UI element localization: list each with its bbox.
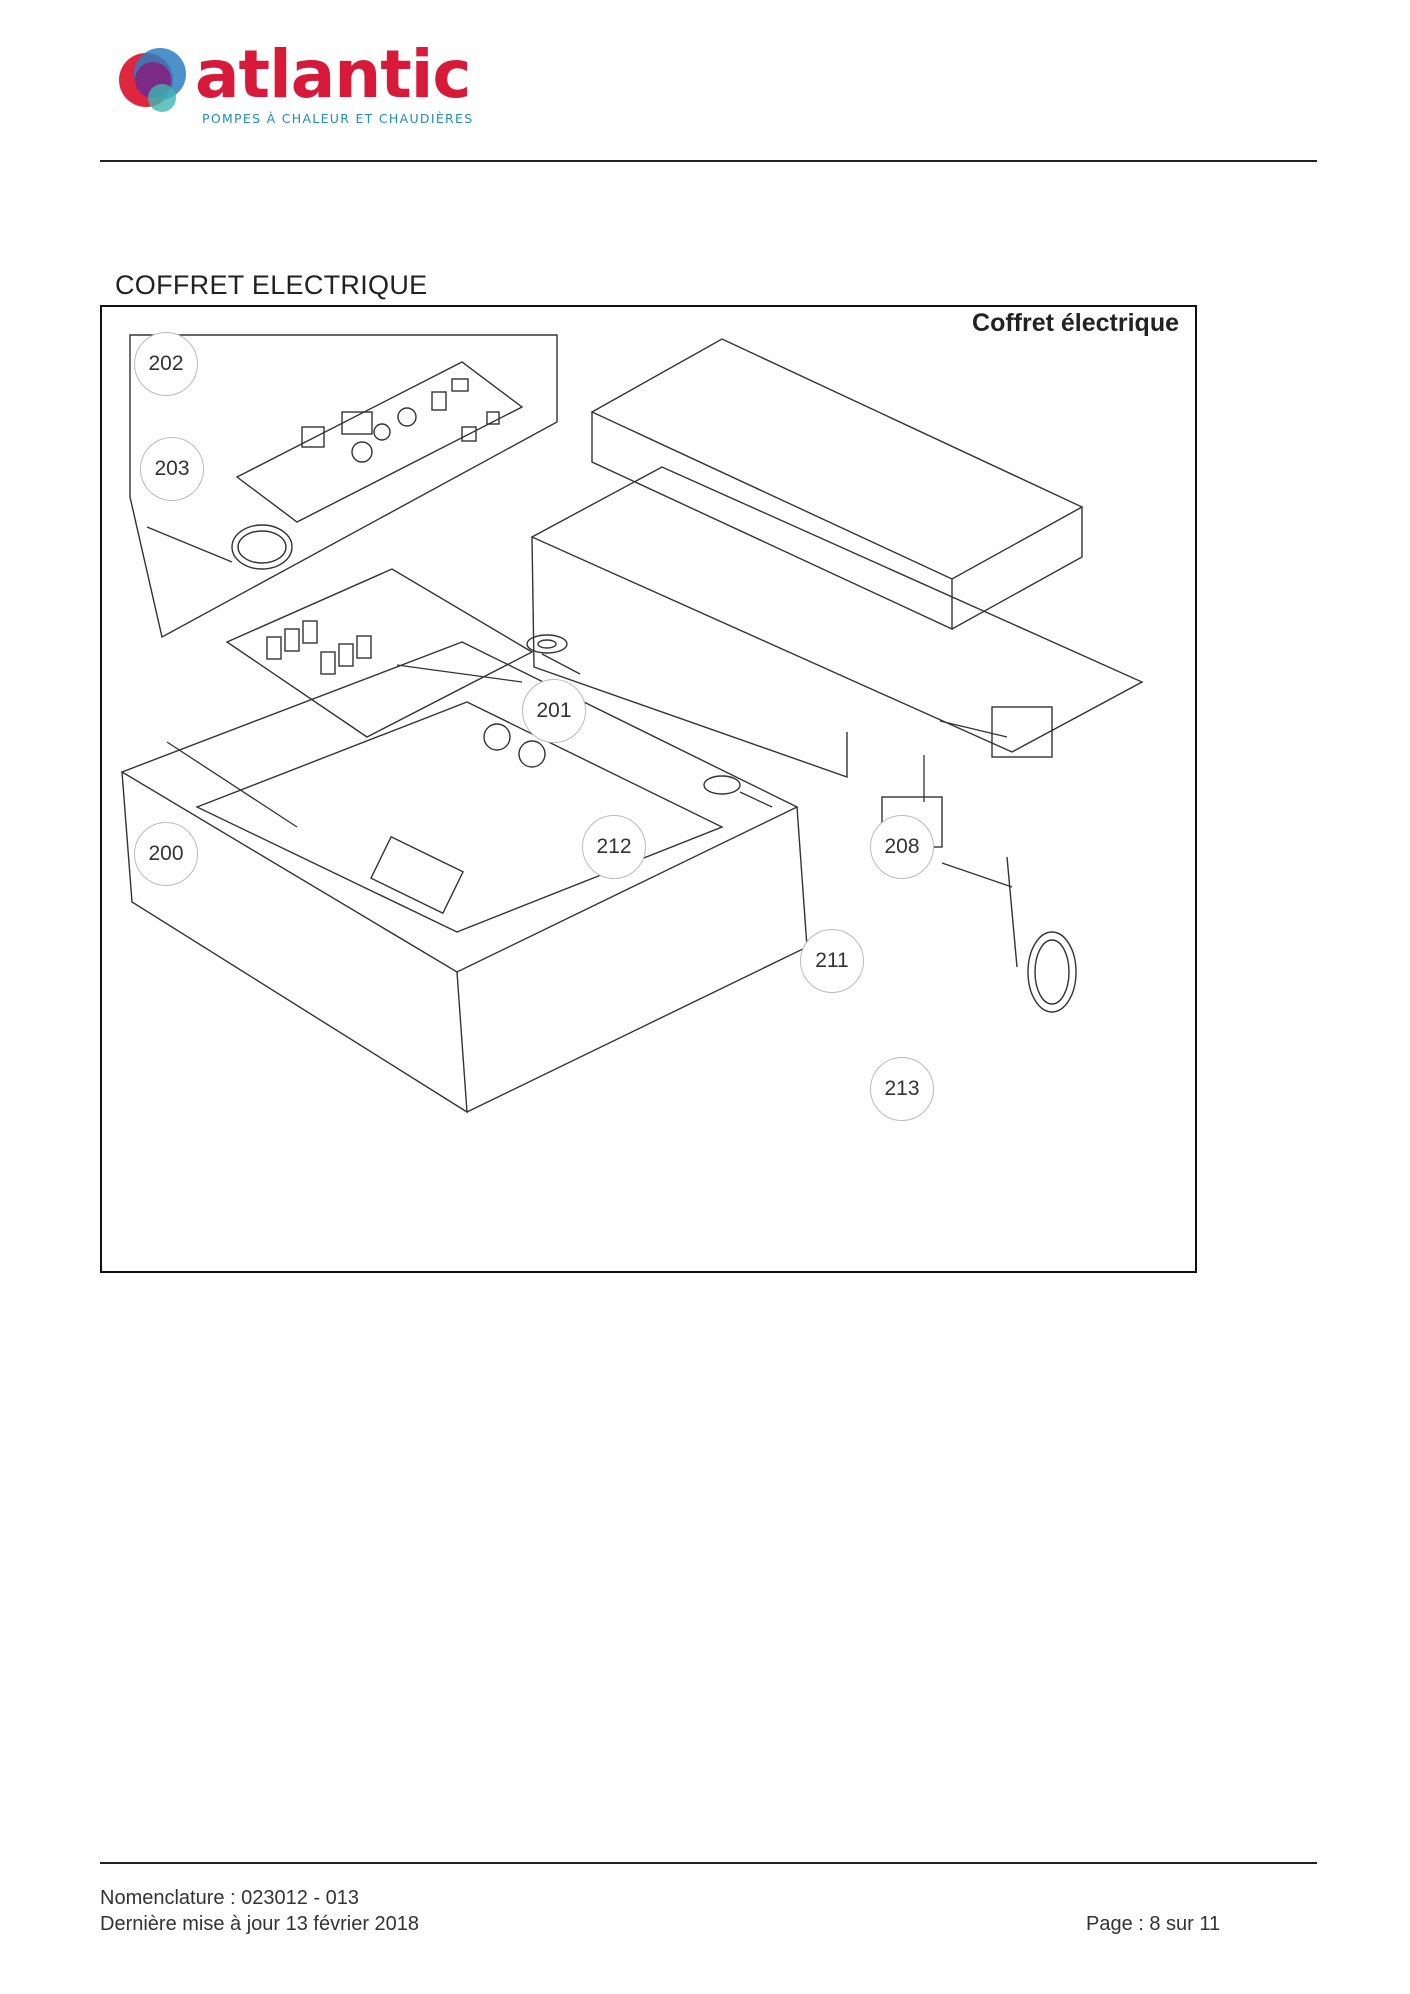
cover <box>590 338 1084 580</box>
callout-212: 212 <box>582 815 646 879</box>
footer-page-number: Page : 8 sur 11 <box>1086 1913 1221 1935</box>
diagram-caption: Coffret électrique <box>972 309 1179 337</box>
section-title: COFFRET ELECTRIQUE <box>115 270 428 300</box>
diagram-drawing <box>120 334 1144 1114</box>
callout-201: 201 <box>522 679 586 743</box>
sensor-213 <box>1006 856 1018 968</box>
callout-213: 213 <box>870 1057 934 1121</box>
pcb-201 <box>225 568 534 738</box>
pcb-202 <box>235 361 524 523</box>
footer-last-update: Dernière mise à jour 13 février 2018 <box>100 1913 420 1935</box>
atlantic-logo <box>110 38 490 128</box>
callout-208: 208 <box>870 815 934 879</box>
callout-211: 211 <box>800 929 864 993</box>
header-divider <box>100 160 1317 162</box>
exploded-diagram: Coffret électrique 202 203 201 200 212 2… <box>100 305 1197 1273</box>
sensor-203 <box>146 526 233 563</box>
callout-202: 202 <box>134 332 198 396</box>
inset-panel <box>129 334 558 639</box>
base-tray <box>120 641 799 973</box>
brand-tagline: POMPES À CHALEUR ET CHAUDIÈRES <box>202 111 474 126</box>
logo-mark-icon <box>119 48 186 112</box>
footer-divider <box>100 1862 1317 1864</box>
callout-203: 203 <box>140 437 204 501</box>
relay-208b <box>991 706 1053 758</box>
cap-211 <box>703 775 741 795</box>
callout-200: 200 <box>134 822 198 886</box>
gasket-212 <box>526 634 568 654</box>
brand-name: atlantic <box>195 36 472 113</box>
footer-nomenclature: Nomenclature : 023012 - 013 <box>100 1887 360 1909</box>
